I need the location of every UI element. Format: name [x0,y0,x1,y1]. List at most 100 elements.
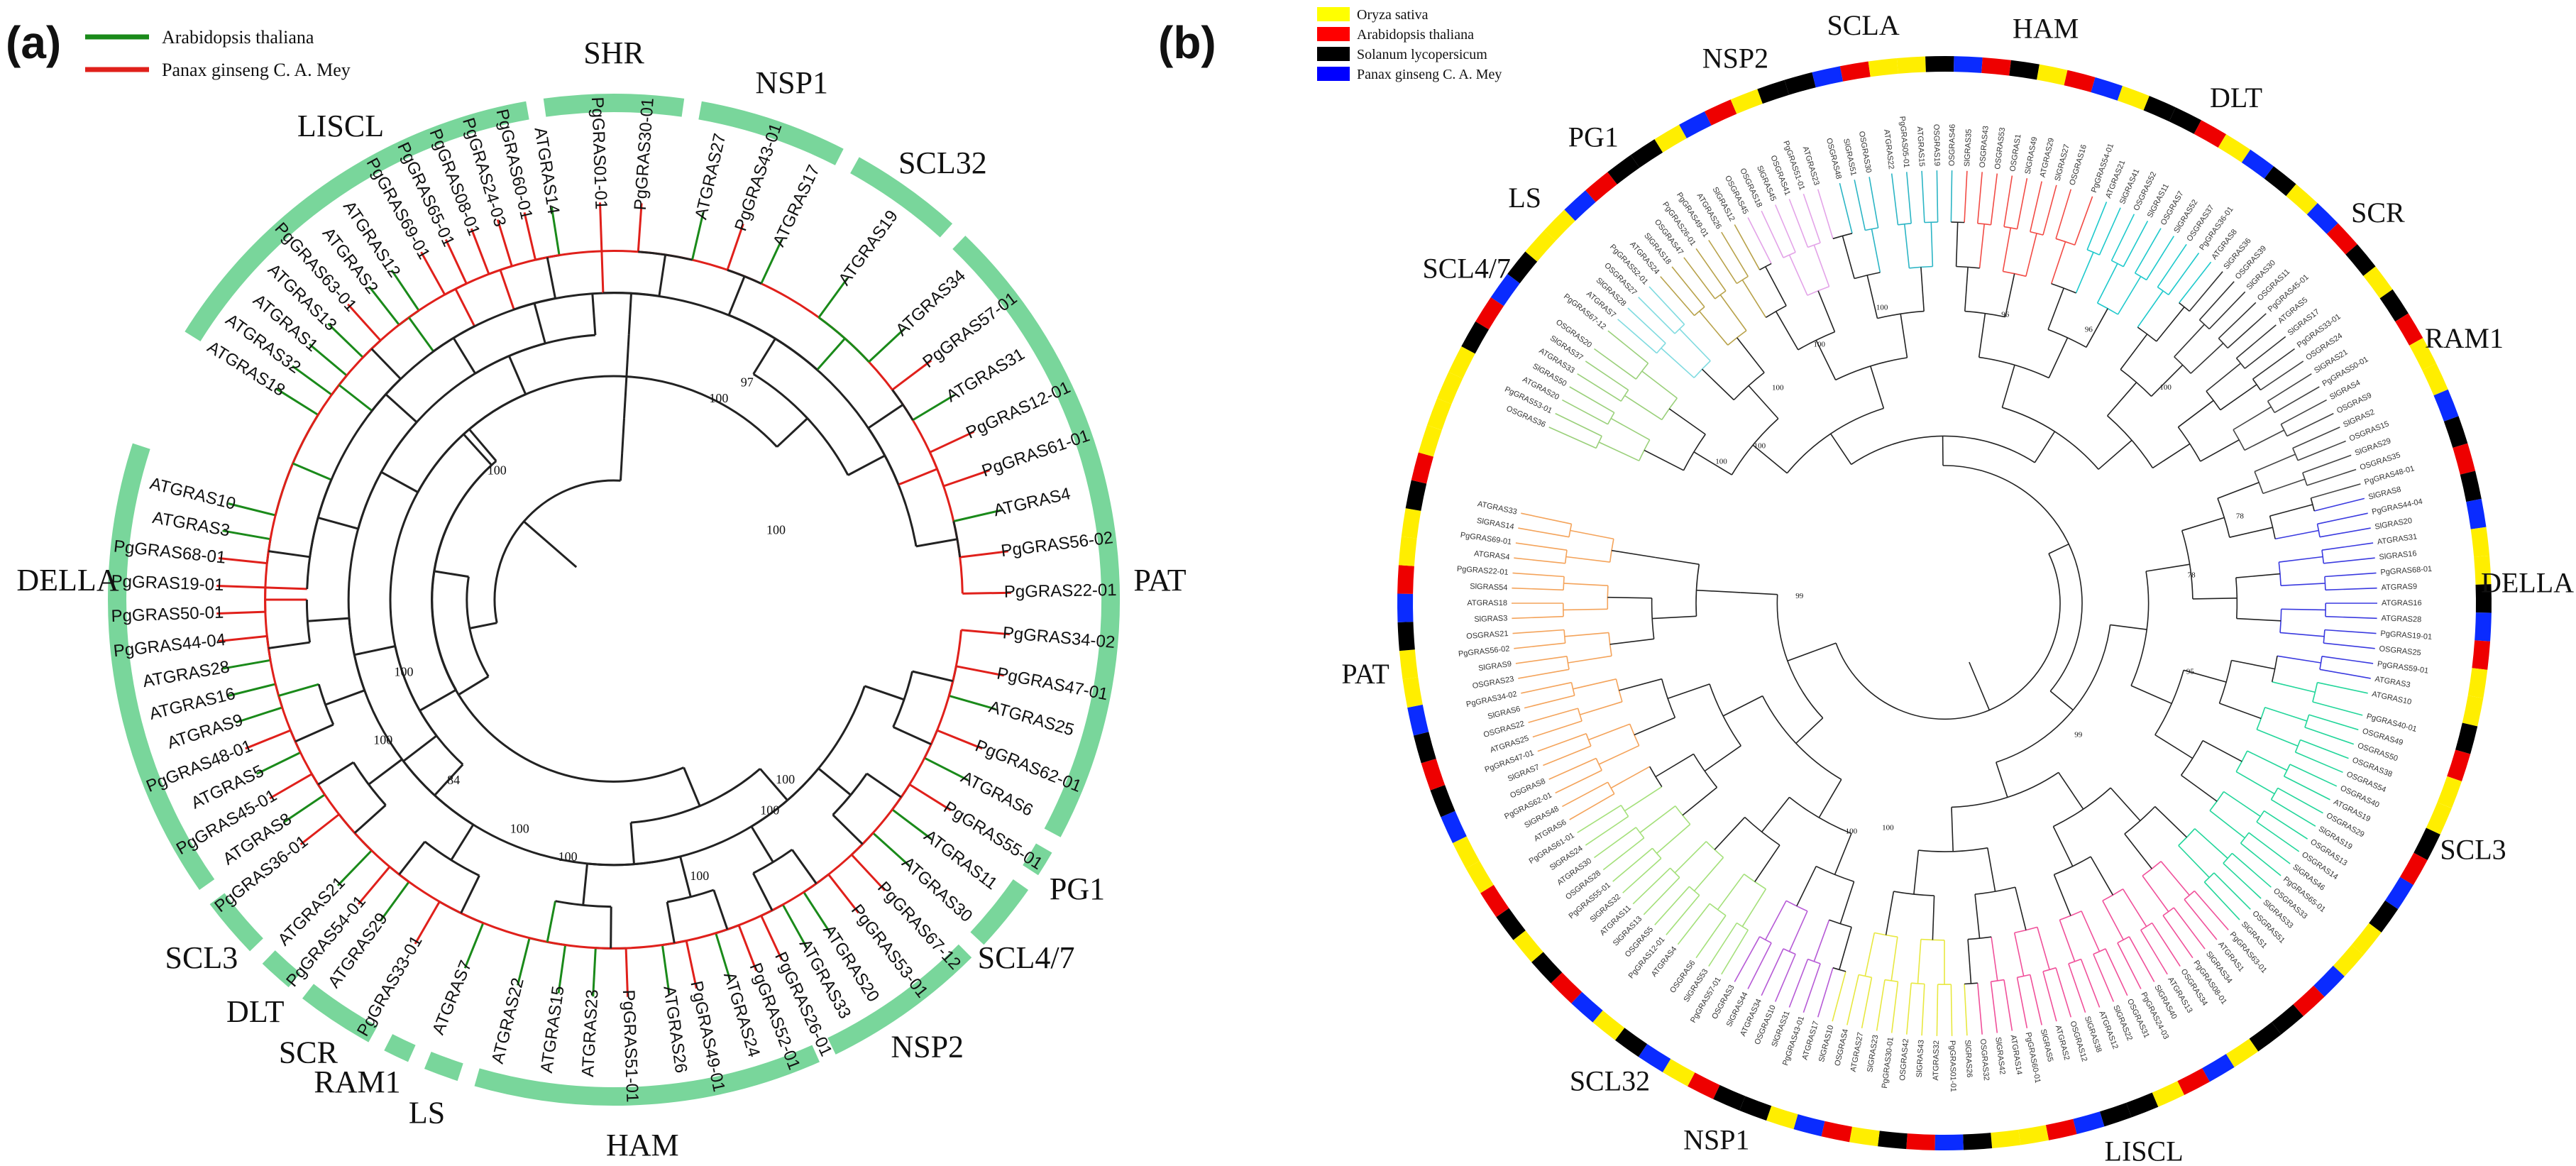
b-branch [2262,478,2306,495]
species-ring-segment [2194,120,2227,148]
b-branch [1815,642,1837,651]
bootstrap-value: 96 [2085,326,2093,334]
b-node-arc [2124,805,2156,835]
species-ring-segment [1407,704,1429,736]
a-branch [685,940,698,989]
b-branch [2289,764,2338,787]
leaf-label-atgras31: ATGRAS31 [2377,532,2418,546]
legend-swatch-arabidopsis-b [1317,27,1350,41]
clade-arc-scl3 [209,893,263,952]
b-branch [1714,817,1746,850]
b-node-arc [1651,598,1655,639]
species-ring-segment [1513,930,1543,962]
leaf-label-pggras68-01: PgGRAS68-01 [113,537,227,567]
b-branch [2281,608,2326,611]
b-branch [1987,847,1996,892]
b-branch [1555,412,1602,437]
b-node-arc [2178,828,2196,847]
b-branch [2016,178,2028,229]
b-node-arc [2283,764,2291,777]
clade-label-ls: LS [409,1096,445,1131]
b-branch [2178,845,2210,878]
a-branch [760,915,783,961]
b-branch [2080,959,2101,1008]
species-ring-segment [1954,56,1983,73]
a-branch [390,269,420,312]
a-branch [929,430,975,453]
b-branch [1639,805,1676,833]
b-branch [1906,983,1912,1035]
b-branch [1868,177,1879,229]
species-ring-segment [1793,1114,1825,1137]
a-branch [353,804,387,834]
b-branch [2192,598,2238,600]
b-branch [1741,279,1767,318]
b-node-arc [1761,695,1842,780]
species-ring-segment [1421,758,1446,791]
a-branch [218,557,268,565]
species-ring-segment [2018,1125,2049,1145]
panel-b-legend: Oryza sativa Arabidopsis thaliana Solanu… [1317,7,1502,82]
b-branch [2256,821,2300,852]
bootstrap-value: 84 [447,773,460,787]
leaf-label-pggras01-01: PgGRAS01-01 [1948,1040,1957,1092]
a-node-arc [305,599,312,643]
b-branch [2086,202,2108,251]
a-branch [953,509,1001,522]
b-node-arc [1909,265,1933,269]
a-branch [470,228,490,275]
a-branch [420,251,446,295]
a-branch [434,570,469,578]
leaf-label-atgras7: ATGRAS7 [429,958,475,1038]
species-ring-segment [1638,1043,1671,1072]
b-branch [2206,363,2242,392]
b-branch [1638,297,1675,334]
species-ring-segment [2443,416,2468,449]
a-branch [216,610,265,615]
leaf-label-slgras26: SlGRAS26 [1963,1040,1974,1078]
a-branch [752,872,774,911]
bootstrap-value: 99 [2074,731,2083,739]
b-branch [1528,708,1578,723]
leaf-label-atgras16: ATGRAS16 [2382,599,2422,607]
a-node-arc [431,460,685,783]
b-branch [1761,796,1790,832]
b-node-arc [2235,578,2238,619]
a-branch [658,254,667,297]
clade-label-dlt: DLT [226,994,285,1029]
bootstrap-value: 100 [395,665,414,679]
a-branch [460,875,480,914]
a-branch [666,901,676,944]
a-branch [269,773,313,800]
a-branch [414,901,441,945]
species-ring-segment [2460,471,2482,502]
legend-label-oryza: Oryza sativa [1357,7,1429,23]
leaf-label-atgras14: ATGRAS14 [2009,1034,2024,1075]
b-branch [1598,744,1640,765]
b-node-arc [1674,324,1685,334]
clade-arc-scl32 [850,157,953,238]
b-branch [2198,281,2235,321]
b-branch [2244,336,2286,369]
species-ring-segment [1465,861,1494,893]
panel-b-phylogenetic-tree: (b) Oryza sativa Arabidopsis thaliana So… [1158,7,2574,1166]
leaf-label-slgras27: SlGRAS27 [2054,143,2071,182]
b-branch [1871,229,1881,273]
b-branch [1585,361,1629,391]
b-branch [1815,339,1837,380]
b-branch [1617,319,1658,354]
species-ring-segment [1878,1131,1908,1150]
bootstrap-value: 100 [1882,823,1894,832]
b-branch [1917,939,1922,984]
a-branch [760,238,783,285]
b-branch [2048,337,2069,378]
a-branch [752,338,776,375]
b-branch [1652,615,1697,620]
b-node-arc [2292,448,2299,461]
species-ring-segment [2286,184,2318,215]
b-branch [1683,257,1716,299]
b-branch [2030,181,2042,232]
leaf-label-atgras22: ATGRAS22 [488,976,528,1065]
b-branch [2124,833,2152,869]
b-branch [1512,572,1565,578]
